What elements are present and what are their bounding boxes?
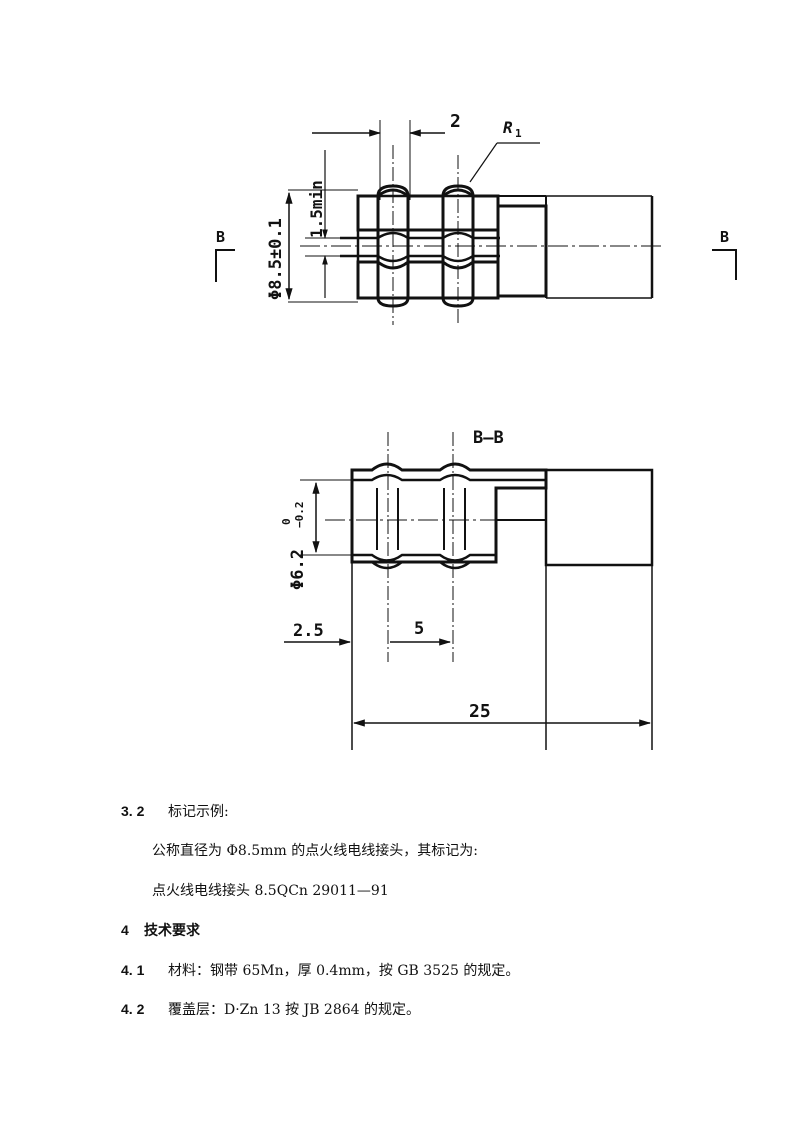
section-number: 3. 2 xyxy=(121,803,145,819)
paragraph-marking-desc: 公称直径为 Φ8.5mm 的点火线电线接头，其标记为: xyxy=(152,843,478,859)
section-4-2: 4. 2 覆盖层：D·Zn 13 按 JB 2864 的规定。 xyxy=(121,1000,420,1019)
dim-phi-6-2: Φ6.2 xyxy=(288,549,308,590)
dim-r1-sub: 1 xyxy=(515,127,522,140)
dim-phi-6-2-tol-lower: −0.2 xyxy=(293,502,306,529)
section-title: 标记示例: xyxy=(168,804,229,820)
section-view xyxy=(284,432,654,750)
section-3-2-heading: 3. 2 标记示例: xyxy=(121,802,229,821)
dim-2-5: 2.5 xyxy=(293,621,324,641)
section-4-1: 4. 1 材料：钢带 65Mn，厚 0.4mm，按 GB 3525 的规定。 xyxy=(121,961,519,980)
paragraph-marking-example: 点火线电线接头 8.5QCn 29011—91 xyxy=(152,883,389,899)
technical-drawing: 2 R 1 1.5min Φ8.5±0.1 B B xyxy=(215,111,737,750)
dim-phi-6-2-tol-upper: 0 xyxy=(280,518,293,525)
section-label-b-right: B xyxy=(720,228,729,246)
section-4-heading: 4 技术要求 xyxy=(121,921,200,940)
dim-1-5min: 1.5min xyxy=(307,180,326,238)
section-title: B—B xyxy=(473,428,504,448)
dim-phi-8-5: Φ8.5±0.1 xyxy=(266,218,286,300)
dim-r1: R xyxy=(503,118,513,137)
section-label-b-left: B xyxy=(216,228,225,246)
dim-5: 5 xyxy=(414,619,424,639)
section-number: 4. 1 xyxy=(121,962,145,978)
top-view xyxy=(215,120,737,325)
section-number: 4. 2 xyxy=(121,1001,145,1017)
section-view-labels: B—B Φ6.2 0 −0.2 2.5 5 25 xyxy=(280,428,504,722)
top-view-labels: 2 R 1 1.5min Φ8.5±0.1 B B xyxy=(216,111,729,300)
dim-25: 25 xyxy=(469,701,491,722)
section-text: 材料：钢带 65Mn，厚 0.4mm，按 GB 3525 的规定。 xyxy=(168,963,520,979)
dim-2: 2 xyxy=(450,111,461,132)
section-number: 4 xyxy=(121,922,129,938)
section-title: 技术要求 xyxy=(144,923,200,939)
section-text: 覆盖层：D·Zn 13 按 JB 2864 的规定。 xyxy=(168,1002,421,1018)
